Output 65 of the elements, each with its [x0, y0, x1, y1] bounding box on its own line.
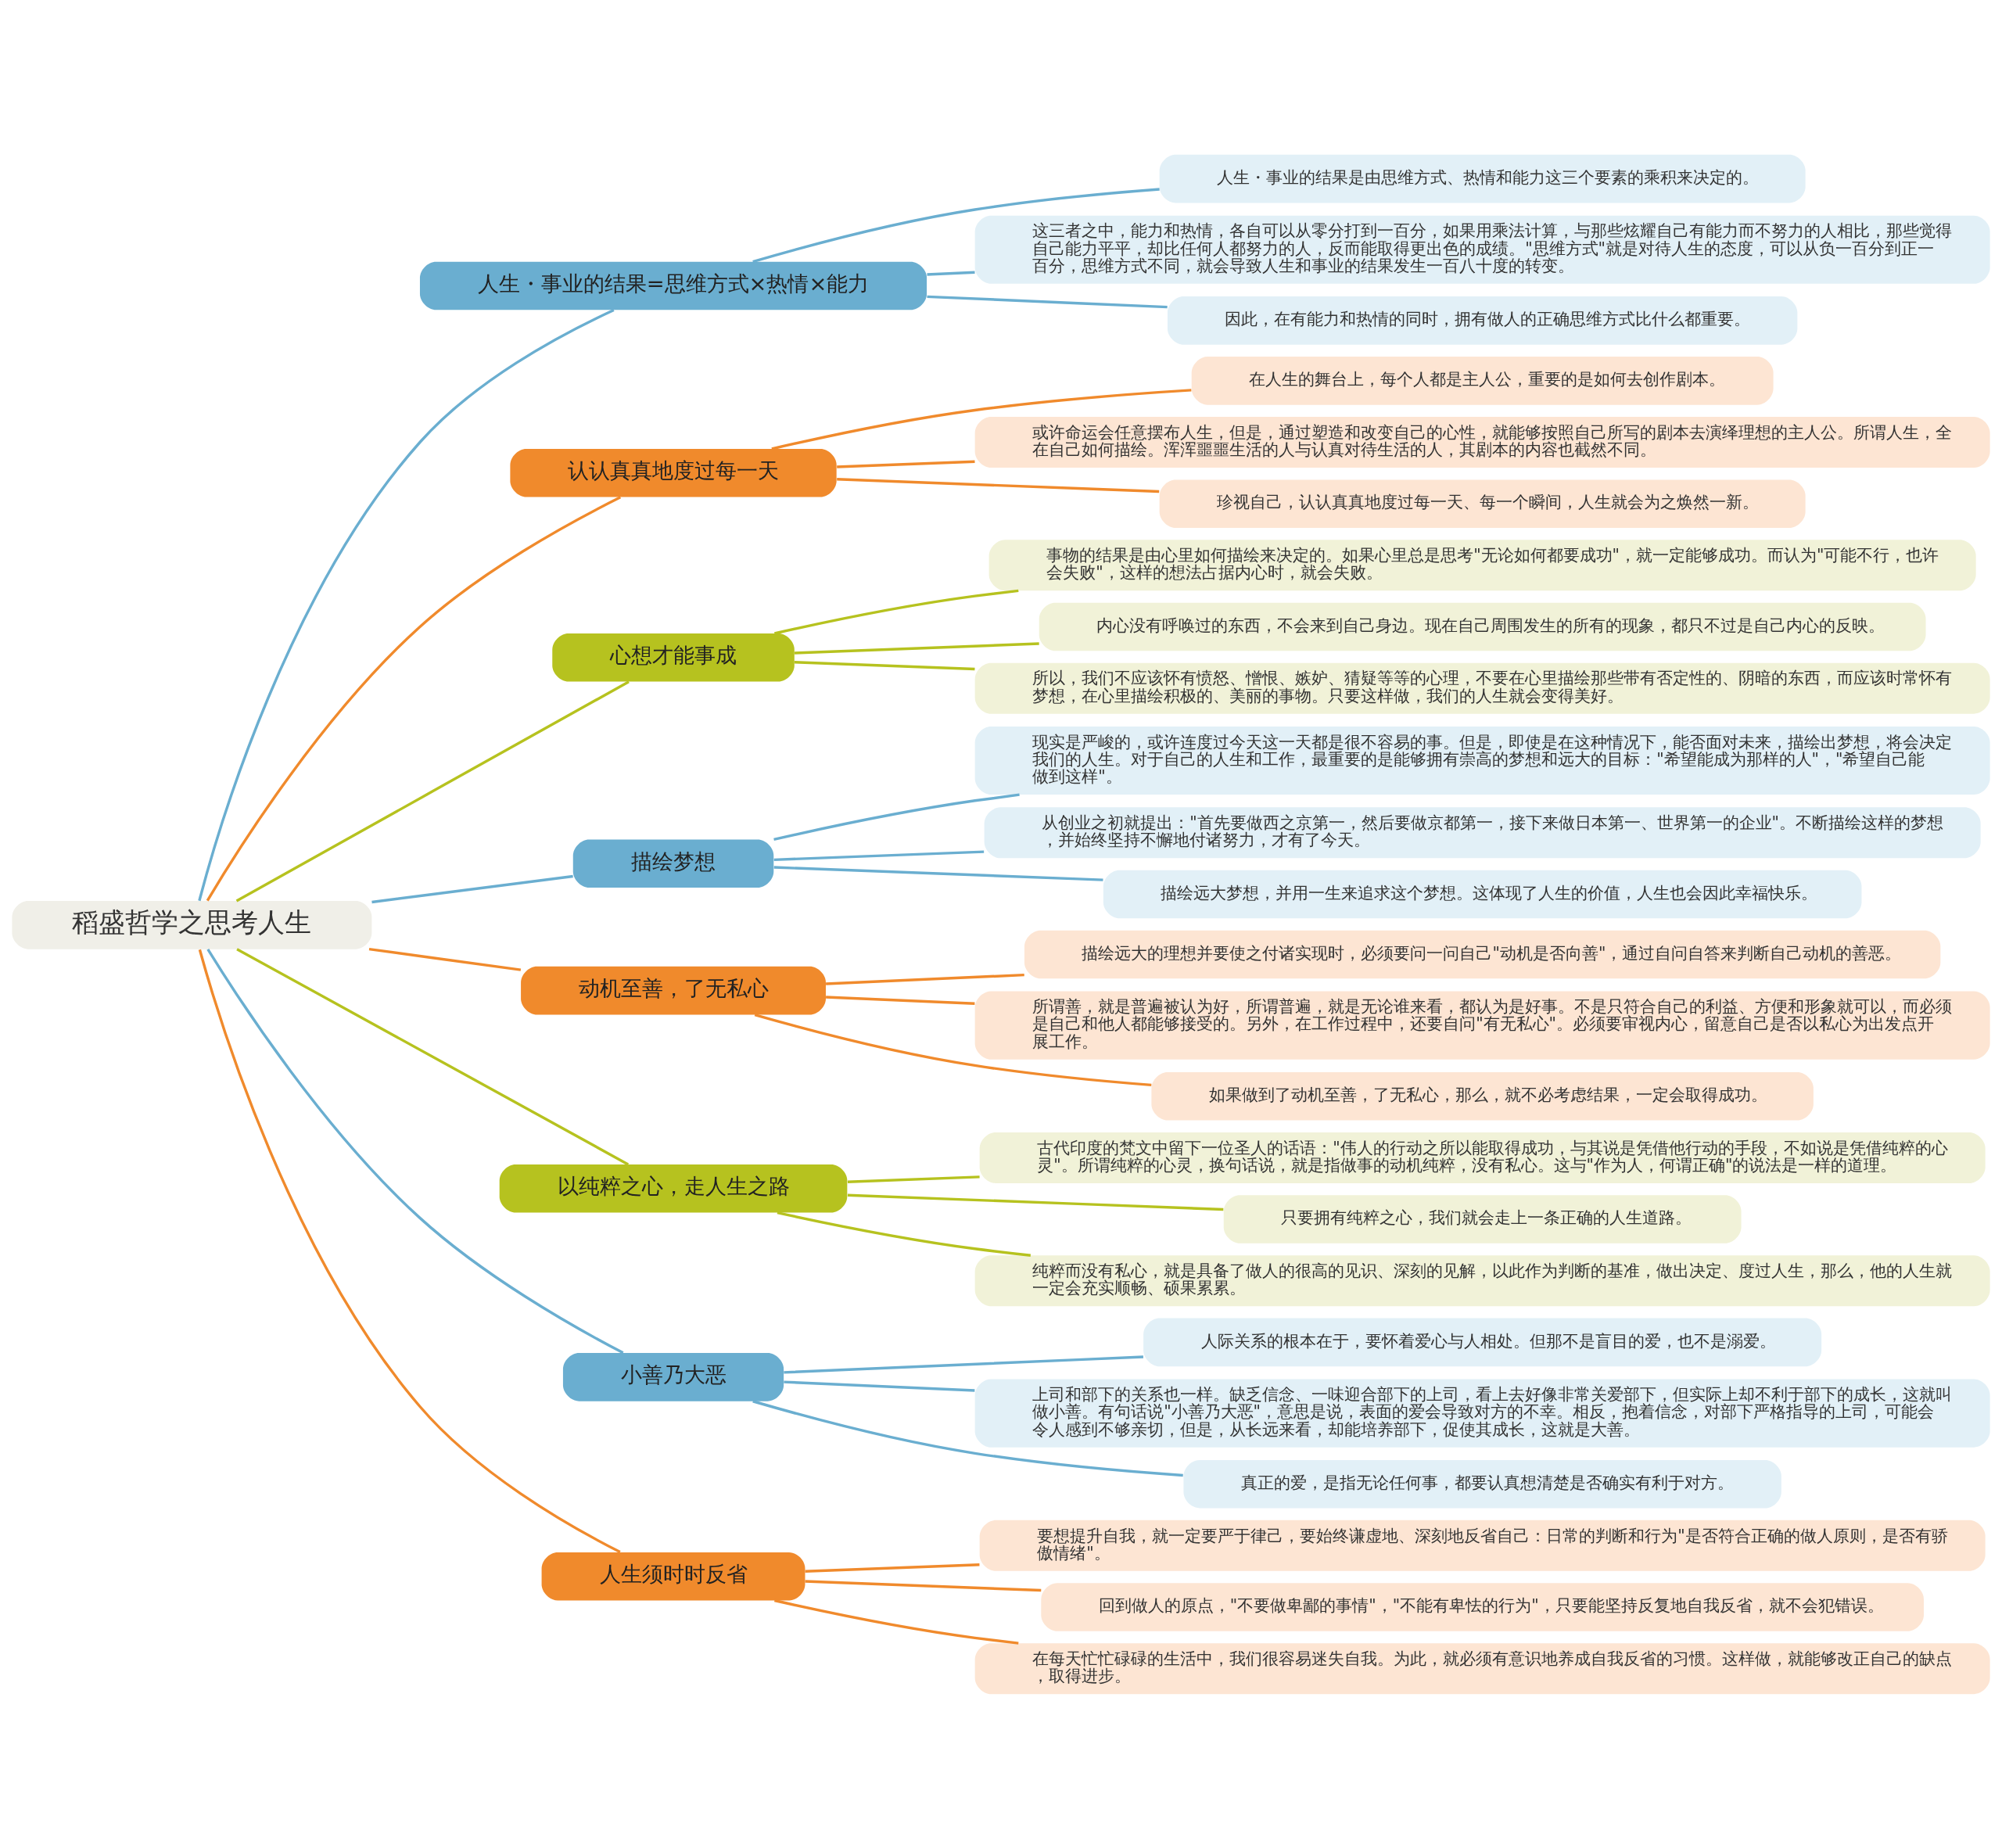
connector [837, 477, 1160, 493]
connector [784, 1355, 1143, 1374]
connector [774, 589, 1019, 635]
node-box: 或许命运会任意摆布人生，但是，通过塑造和改变自己的心性，就能够按照自己所写的剧本去演绎理想的主人公。所谓人生，全在自己如何描绘。浑浑噩噩生活的人与认真对待生活的人，其剧本的内容也截然不同。 [974, 416, 1990, 468]
connector [371, 874, 573, 903]
connector [752, 1399, 1183, 1477]
connector [773, 792, 1020, 841]
connector [826, 995, 975, 1005]
connector [198, 308, 615, 901]
connector [368, 947, 522, 971]
connector [236, 947, 630, 1165]
connector [773, 849, 985, 861]
connector [752, 187, 1160, 263]
connector [784, 1380, 975, 1392]
connector [777, 1211, 1031, 1257]
node-box: 所以，我们不应该怀有愤怒、憎恨、嫉妒、猜疑等等的心理，不要在心里描绘那些带有否定性的、阴暗的东西，而应该时常怀有梦想，在心里描绘积极的、美丽的事物。只要这样做，我们的人生就会变得美好。 [974, 662, 1990, 714]
node-box: 纯粹而没有私心，就是具备了做人的很高的见识、深刻的见解，以此作为判断的基准，做出决定、度过人生，那么，他的人生就一定会充实顺畅、硕果累累。 [974, 1254, 1990, 1306]
connector [774, 1599, 1019, 1645]
connector [805, 1563, 980, 1573]
node-box: 描绘远大的理想并要使之付诸实现时，必须要问一问自己"动机是否向善"，通过自问自答来判断自己动机的善恶。 [1024, 930, 1941, 978]
node-box: 这三者之中，能力和热情，各自可以从零分打到一百分，如果用乘法计算，与那些炫耀自己有能力而不努力的人相比，那些觉得自己能力平平，却比任何人都努力的人，反而能取得更出色的成绩。"思维方式"就是对待人生的态度，可以从负一百分到正一百分，思维方式不同，就会导致人生和事业的结果发生一百八十度的转变。 [974, 215, 1990, 284]
node-box: 回到做人的原点，"不要做卑鄙的事情"，"不能有卑怯的行为"，只要能坚持反复地自我反省，就不会犯错误。 [1041, 1582, 1924, 1631]
connector [773, 865, 1103, 881]
node-box: 以纯粹之心，走人生之路 [499, 1164, 848, 1213]
node-box: 人生须时时反省 [541, 1552, 805, 1600]
node-box: 真正的爱，是指无论任何事，都要认真想清楚是否确实有利于对方。 [1183, 1459, 1781, 1508]
connector [847, 1175, 980, 1183]
connector [927, 271, 975, 276]
connector [794, 660, 975, 670]
connector [826, 973, 1024, 985]
node-box: 珍视自己，认认真真地度过每一天、每一个瞬间，人生就会为之焕然一新。 [1159, 479, 1806, 528]
connector [198, 949, 621, 1553]
node-box: 心想才能事成 [552, 633, 795, 682]
connector [837, 460, 975, 468]
node-box: 上司和部下的关系也一样。缺乏信念、一味迎合部下的上司，看上去好像非常关爱部下，但实际上却不利于部下的成长，这就叫做小善。有句话说"小善乃大恶"，意思是说，表面的爱会导致对方的不幸。相反，抱着信念，对部下严格指导的上司，可能会令人感到不够亲切，但是，从长远来看，却能培养部下，促使其成长，这就是大善。 [974, 1378, 1990, 1448]
node-box: 因此，在有能力和热情的同时，拥有做人的正确思维方式比什么都重要。 [1167, 296, 1798, 345]
connector [794, 641, 1039, 655]
node-box: 在每天忙忙碌碌的生活中，我们很容易迷失自我。为此，就必须有意识地养成自我反省的习惯。这样做，就能够改正自己的缺点，取得进步。 [974, 1642, 1990, 1694]
node-box: 所谓善，就是普遍被认为好，所谓普遍，就是无论谁来看，都认为是好事。不是只符合自己的利益、方便和形象就可以，而必须是自己和他人都能够接受的。另外，在工作过程中，还要自问"有无私心"。必须要审视内心，留意自己是否以私心为出发点开展工作。 [974, 991, 1990, 1060]
node-box: 内心没有呼唤过的东西，不会来到自己身边。现在自己周围发生的所有的现象，都只不过是自己内心的反映。 [1039, 602, 1926, 651]
node-box: 人生・事业的结果是由思维方式、热情和能力这三个要素的乘积来决定的。 [1159, 154, 1806, 203]
node-box: 古代印度的梵文中留下一位圣人的话语："伟人的行动之所以能取得成功，与其说是凭借他行动的手段，不如说是凭借纯粹的心灵"。所谓纯粹的心灵，换句话说，就是指做事的动机纯粹，没有私心。这与"作为人，何谓正确"的说法是一样的道理。 [979, 1132, 1986, 1183]
node-box: 现实是严峻的，或许连度过今天这一天都是很不容易的事。但是，即使是在这种情况下，能否面对未来，描绘出梦想，将会决定我们的人生。对于自己的人生和工作，最重要的是能够拥有崇高的梦想和远大的目标："希望能成为那样的人"，"希望自己能做到这样"。 [974, 726, 1990, 795]
node-box: 只要拥有纯粹之心，我们就会走上一条正确的人生道路。 [1223, 1194, 1742, 1243]
connector [206, 948, 624, 1354]
node-box: 认认真真地度过每一天 [510, 448, 837, 497]
node-box: 稻盛哲学之思考人生 [12, 900, 372, 949]
connector [805, 1579, 1042, 1591]
node-box: 如果做到了动机至善，了无私心，那么，就不必考虑结果，一定会取得成功。 [1151, 1071, 1814, 1121]
connector [754, 1013, 1152, 1086]
node-box: 动机至善，了无私心 [521, 966, 826, 1014]
connector [847, 1193, 1224, 1211]
node-box: 从创业之初就提出："首先要做西之京第一，然后要做京都第一，接下来做日本第一、世界第一的企业"。不断描绘这样的梦想，并始终坚持不懈地付诸努力，才有了今天。 [984, 806, 1981, 858]
node-box: 在人生的舞台上，每个人都是主人公，重要的是如何去创作剧本。 [1191, 356, 1774, 405]
node-box: 要想提升自我，就一定要严于律己，要始终谦虚地、深刻地反省自己：日常的判断和行为"是否符合正确的做人原则，是否有骄傲情绪"。 [979, 1520, 1986, 1571]
node-box: 描绘远大梦想，并用一生来追求这个梦想。这体现了人生的价值，人生也会因此幸福快乐。 [1103, 870, 1862, 918]
connector [206, 495, 622, 901]
node-box: 事物的结果是由心里如何描绘来决定的。如果心里总是思考"无论如何都要成功"，就一定能够成功。而认为"可能不行，也许会失败"，这样的想法占据内心时，就会失败。 [988, 539, 1976, 590]
node-box: 人生・事业的结果=思维方式×热情×能力 [419, 261, 927, 310]
connector [235, 680, 630, 902]
node-box: 人际关系的根本在于，要怀着爱心与人相处。但那不是盲目的爱，也不是溺爱。 [1143, 1318, 1822, 1366]
connector [927, 295, 1168, 308]
node-box: 小善乃大恶 [562, 1352, 784, 1401]
node-box: 描绘梦想 [572, 838, 774, 888]
connector [771, 388, 1192, 450]
